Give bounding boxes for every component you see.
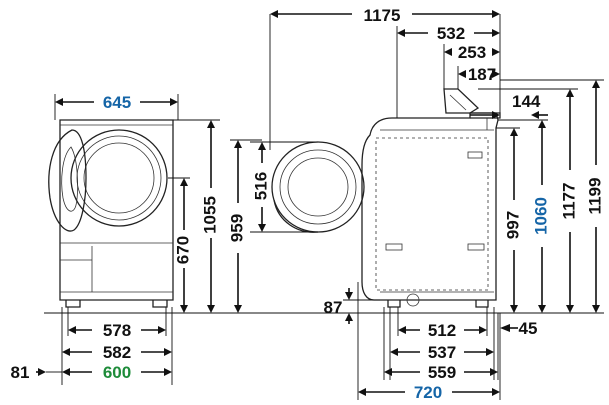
dim-base-clearance: 87	[324, 288, 380, 324]
base-clearance-label: 87	[324, 298, 343, 317]
dim-side-height-997: 997	[503, 128, 522, 313]
dim-side-537: 537	[390, 343, 494, 362]
side-height-997-label: 997	[503, 211, 522, 239]
dim-offset-81: 81	[11, 363, 46, 382]
door-center-height-label: 670	[173, 236, 192, 264]
depth-144-label: 144	[512, 92, 541, 111]
offset-45-label: 45	[519, 319, 538, 338]
dim-side-559: 559	[384, 363, 498, 382]
dim-offset-45: 45	[500, 319, 537, 338]
side-512-label: 512	[428, 321, 456, 340]
depth-253-label: 253	[458, 43, 486, 62]
dim-side-height-1199: 1199	[585, 80, 604, 313]
dim-front-578: 578	[68, 321, 166, 340]
front-width-label: 645	[103, 93, 131, 112]
front-578-label: 578	[103, 321, 131, 340]
side-height-1177-label: 1177	[559, 183, 578, 220]
dim-door-diameter: 516	[250, 141, 318, 233]
depth-187-label: 187	[468, 65, 496, 84]
dim-side-height-1060: 1060	[531, 120, 550, 313]
side-720-label: 720	[414, 383, 442, 402]
overall-depth-label: 1175	[364, 6, 401, 25]
front-582-label: 582	[103, 343, 131, 362]
depth-532-label: 532	[437, 24, 465, 43]
dim-front-width: 645	[54, 93, 179, 120]
dim-depth-253: 253	[443, 43, 500, 89]
front-height-label: 1055	[200, 196, 219, 234]
dim-front-height: 1055	[173, 119, 220, 314]
side-height-1199-label: 1199	[585, 178, 604, 215]
dim-door-center-height: 670	[168, 177, 192, 313]
door-open-overall-label: 959	[227, 214, 246, 242]
dim-overall-depth: 1175	[269, 6, 501, 150]
dim-door-open-overall: 959	[227, 139, 262, 314]
dim-side-height-1177: 1177	[559, 89, 578, 313]
washer-side-icon	[361, 88, 501, 308]
round-door-icon	[271, 141, 365, 233]
washer-front-icon	[48, 119, 174, 308]
dim-depth-532: 532	[396, 24, 500, 118]
dim-depth-144: 144	[470, 92, 548, 119]
offset-81-label: 81	[11, 363, 30, 382]
side-537-label: 537	[428, 343, 456, 362]
front-600-label: 600	[103, 363, 131, 382]
dim-side-720: 720	[358, 383, 500, 402]
door-diameter-label: 516	[251, 172, 270, 200]
dim-side-512: 512	[398, 321, 487, 340]
dim-depth-187: 187	[457, 65, 500, 89]
side-height-1060-label: 1060	[531, 197, 550, 235]
dim-front-600: 600	[46, 363, 172, 382]
dim-front-582: 582	[62, 343, 172, 362]
side-559-label: 559	[428, 363, 456, 382]
